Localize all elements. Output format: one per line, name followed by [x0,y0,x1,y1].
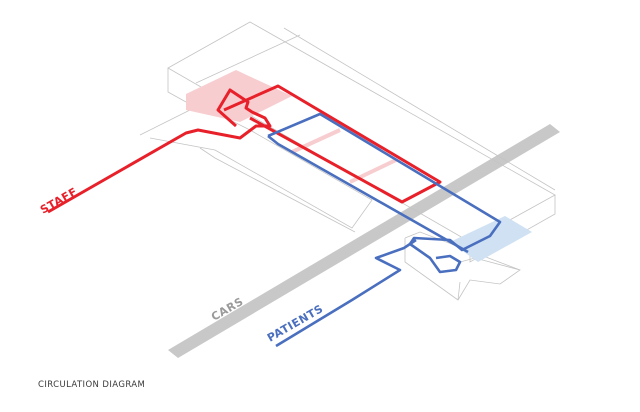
patients-route [267,112,502,348]
staff-path-loop [223,84,442,204]
diagram-caption: CIRCULATION DIAGRAM [38,380,146,390]
annex-outline-2 [199,147,356,233]
patients-path-loop [267,112,502,274]
staff-path-outer [47,88,272,214]
staff-route [47,84,442,214]
building-roof-ridge [283,27,556,191]
patients-path-drop [275,238,417,348]
patients-zone [450,216,532,262]
building-left-edge [167,68,187,103]
building-roof [167,21,556,243]
staff-connectors [291,128,397,184]
building-inner-line [195,34,301,84]
patients-label: PATIENTS [265,302,326,344]
car-road [168,124,560,358]
patients-path-main [267,134,469,254]
lower-block-edge [457,281,461,301]
drop-off-outline [459,257,521,271]
staff-label: STAFF [38,185,80,217]
